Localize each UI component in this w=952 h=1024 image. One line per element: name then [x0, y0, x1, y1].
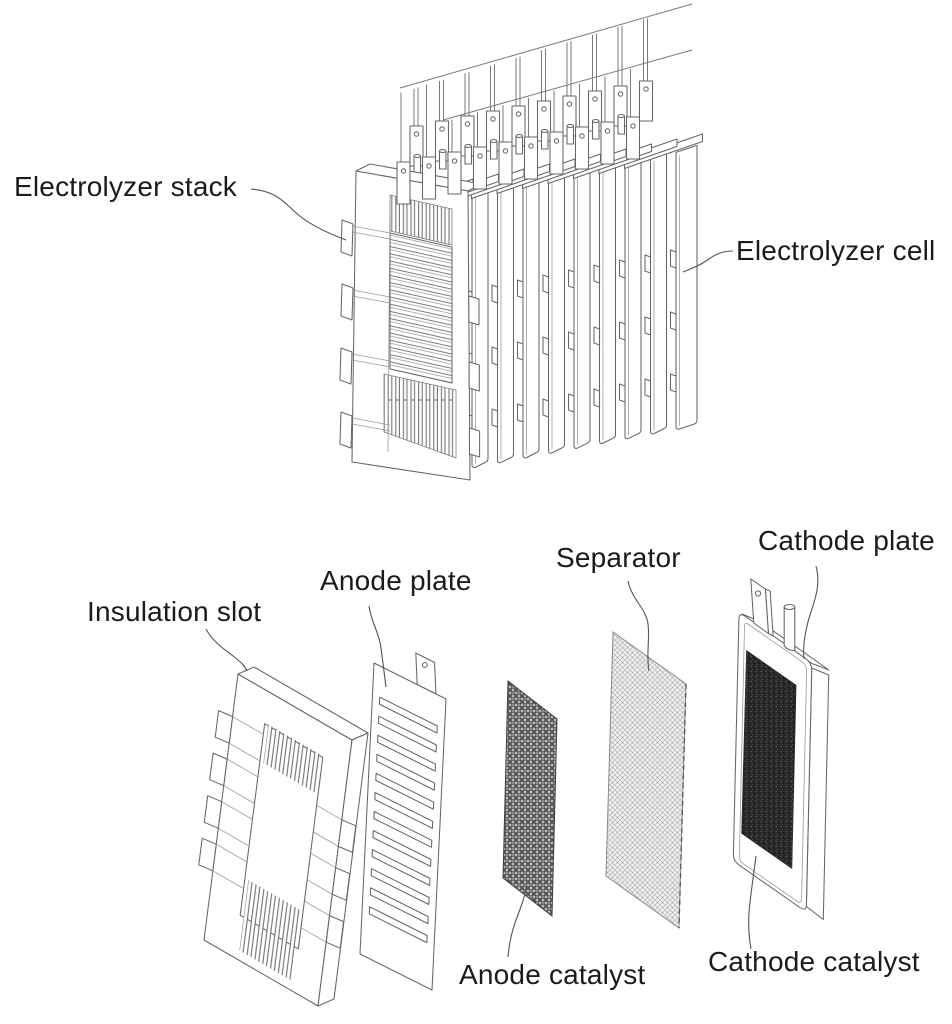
- cathode-catalyst-leader: [748, 855, 757, 950]
- cell-tabs-back: [409, 80, 654, 167]
- label-cathode-catalyst: Cathode catalyst: [708, 946, 920, 977]
- stack-front-frame: [339, 163, 483, 481]
- label-electrolyzer-cell: Electrolyzer cell: [736, 235, 936, 266]
- anode-plate-drawing: [359, 652, 447, 991]
- cell-leader: [682, 250, 734, 273]
- cell-wires-back: [413, 18, 648, 129]
- cathode-plate-leader: [803, 565, 819, 660]
- cell-posts: [413, 113, 626, 175]
- separator-drawing: [605, 631, 687, 929]
- separator-leader: [627, 580, 650, 672]
- cell-tabs-front: [396, 116, 641, 205]
- anode-plate-slots: [368, 696, 438, 944]
- label-anode-plate: Anode plate: [320, 565, 472, 596]
- anode-catalyst-drawing: [502, 679, 558, 918]
- exploded-cell-view: [198, 578, 830, 1007]
- insulation-slot-drawing: [198, 666, 369, 1007]
- label-separator: Separator: [556, 542, 681, 573]
- anode-plate-leader: [368, 605, 387, 688]
- label-cathode-plate: Cathode plate: [758, 525, 935, 556]
- insulation-slot-leader: [205, 628, 248, 672]
- label-electrolyzer-stack: Electrolyzer stack: [14, 171, 237, 202]
- cell-wires-front: [400, 69, 631, 164]
- label-insulation-slot: Insulation slot: [87, 596, 262, 627]
- stack-leader: [250, 188, 347, 241]
- cathode-plate-drawing: [732, 578, 830, 921]
- anode-catalyst-leader: [507, 879, 528, 958]
- cell-plates: [465, 144, 698, 469]
- leader-lines: [205, 188, 819, 958]
- label-anode-catalyst: Anode catalyst: [459, 959, 646, 990]
- electrolyzer-stack-drawing: [339, 3, 704, 481]
